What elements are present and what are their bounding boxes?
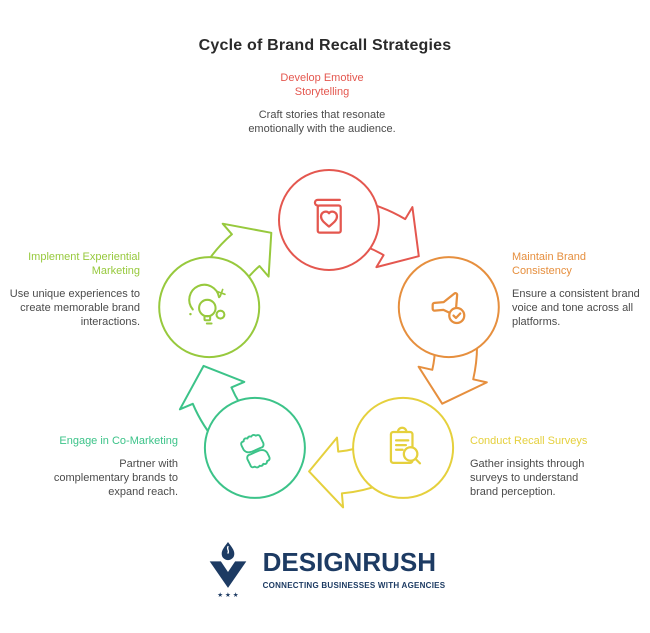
node-left-label: Implement Experiential Marketing bbox=[28, 251, 140, 277]
node-right-description: Ensure a consistent brand voice and tone… bbox=[512, 288, 640, 328]
node-bottom-left: Engage in Co-Marketing Partner with comp… bbox=[8, 434, 178, 499]
node-left-description: Use unique experiences to create memorab… bbox=[9, 288, 140, 328]
node-top-label: Develop Emotive Storytelling bbox=[280, 72, 364, 98]
cycle-node-bottom-left bbox=[203, 396, 306, 499]
page-title: Cycle of Brand Recall Strategies bbox=[198, 37, 452, 54]
logo-text: DESIGNRUSH CONNECTING BUSINESSES WITH AG… bbox=[262, 547, 446, 590]
node-bottom-right: Conduct Recall Surveys Gather insights t… bbox=[470, 434, 635, 499]
node-bottom-left-label: Engage in Co-Marketing bbox=[59, 435, 178, 447]
node-bottom-right-description: Gather insights through surveys to under… bbox=[470, 458, 585, 498]
node-top-description: Craft stories that resonate emotionally … bbox=[248, 109, 396, 135]
cycle-node-top bbox=[278, 169, 380, 271]
node-left: Implement Experiential Marketing Use uni… bbox=[0, 250, 140, 329]
cycle-node-right bbox=[397, 256, 500, 359]
brand-tagline: CONNECTING BUSINESSES WITH AGENCIES bbox=[262, 580, 446, 590]
logo-flame-detail bbox=[226, 545, 229, 554]
cycle-node-bottom-right bbox=[352, 396, 455, 499]
footer-logo: ★ ★ ★ DESIGNRUSH CONNECTING BUSINESSES W… bbox=[0, 541, 650, 598]
logo-v-shield bbox=[209, 561, 246, 588]
node-right: Maintain Brand Consistency Ensure a cons… bbox=[512, 250, 650, 329]
node-bottom-left-description: Partner with complementary brands to exp… bbox=[53, 458, 178, 498]
node-right-label: Maintain Brand Consistency bbox=[512, 251, 586, 277]
cycle-node-left bbox=[158, 256, 261, 359]
logo-stars: ★ ★ ★ bbox=[217, 591, 239, 598]
node-top: Develop Emotive Storytelling Craft stori… bbox=[232, 71, 412, 136]
brand-name: DESIGNRUSH bbox=[262, 547, 436, 578]
designrush-logo-icon: ★ ★ ★ bbox=[209, 542, 246, 598]
node-bottom-right-label: Conduct Recall Surveys bbox=[470, 435, 588, 447]
